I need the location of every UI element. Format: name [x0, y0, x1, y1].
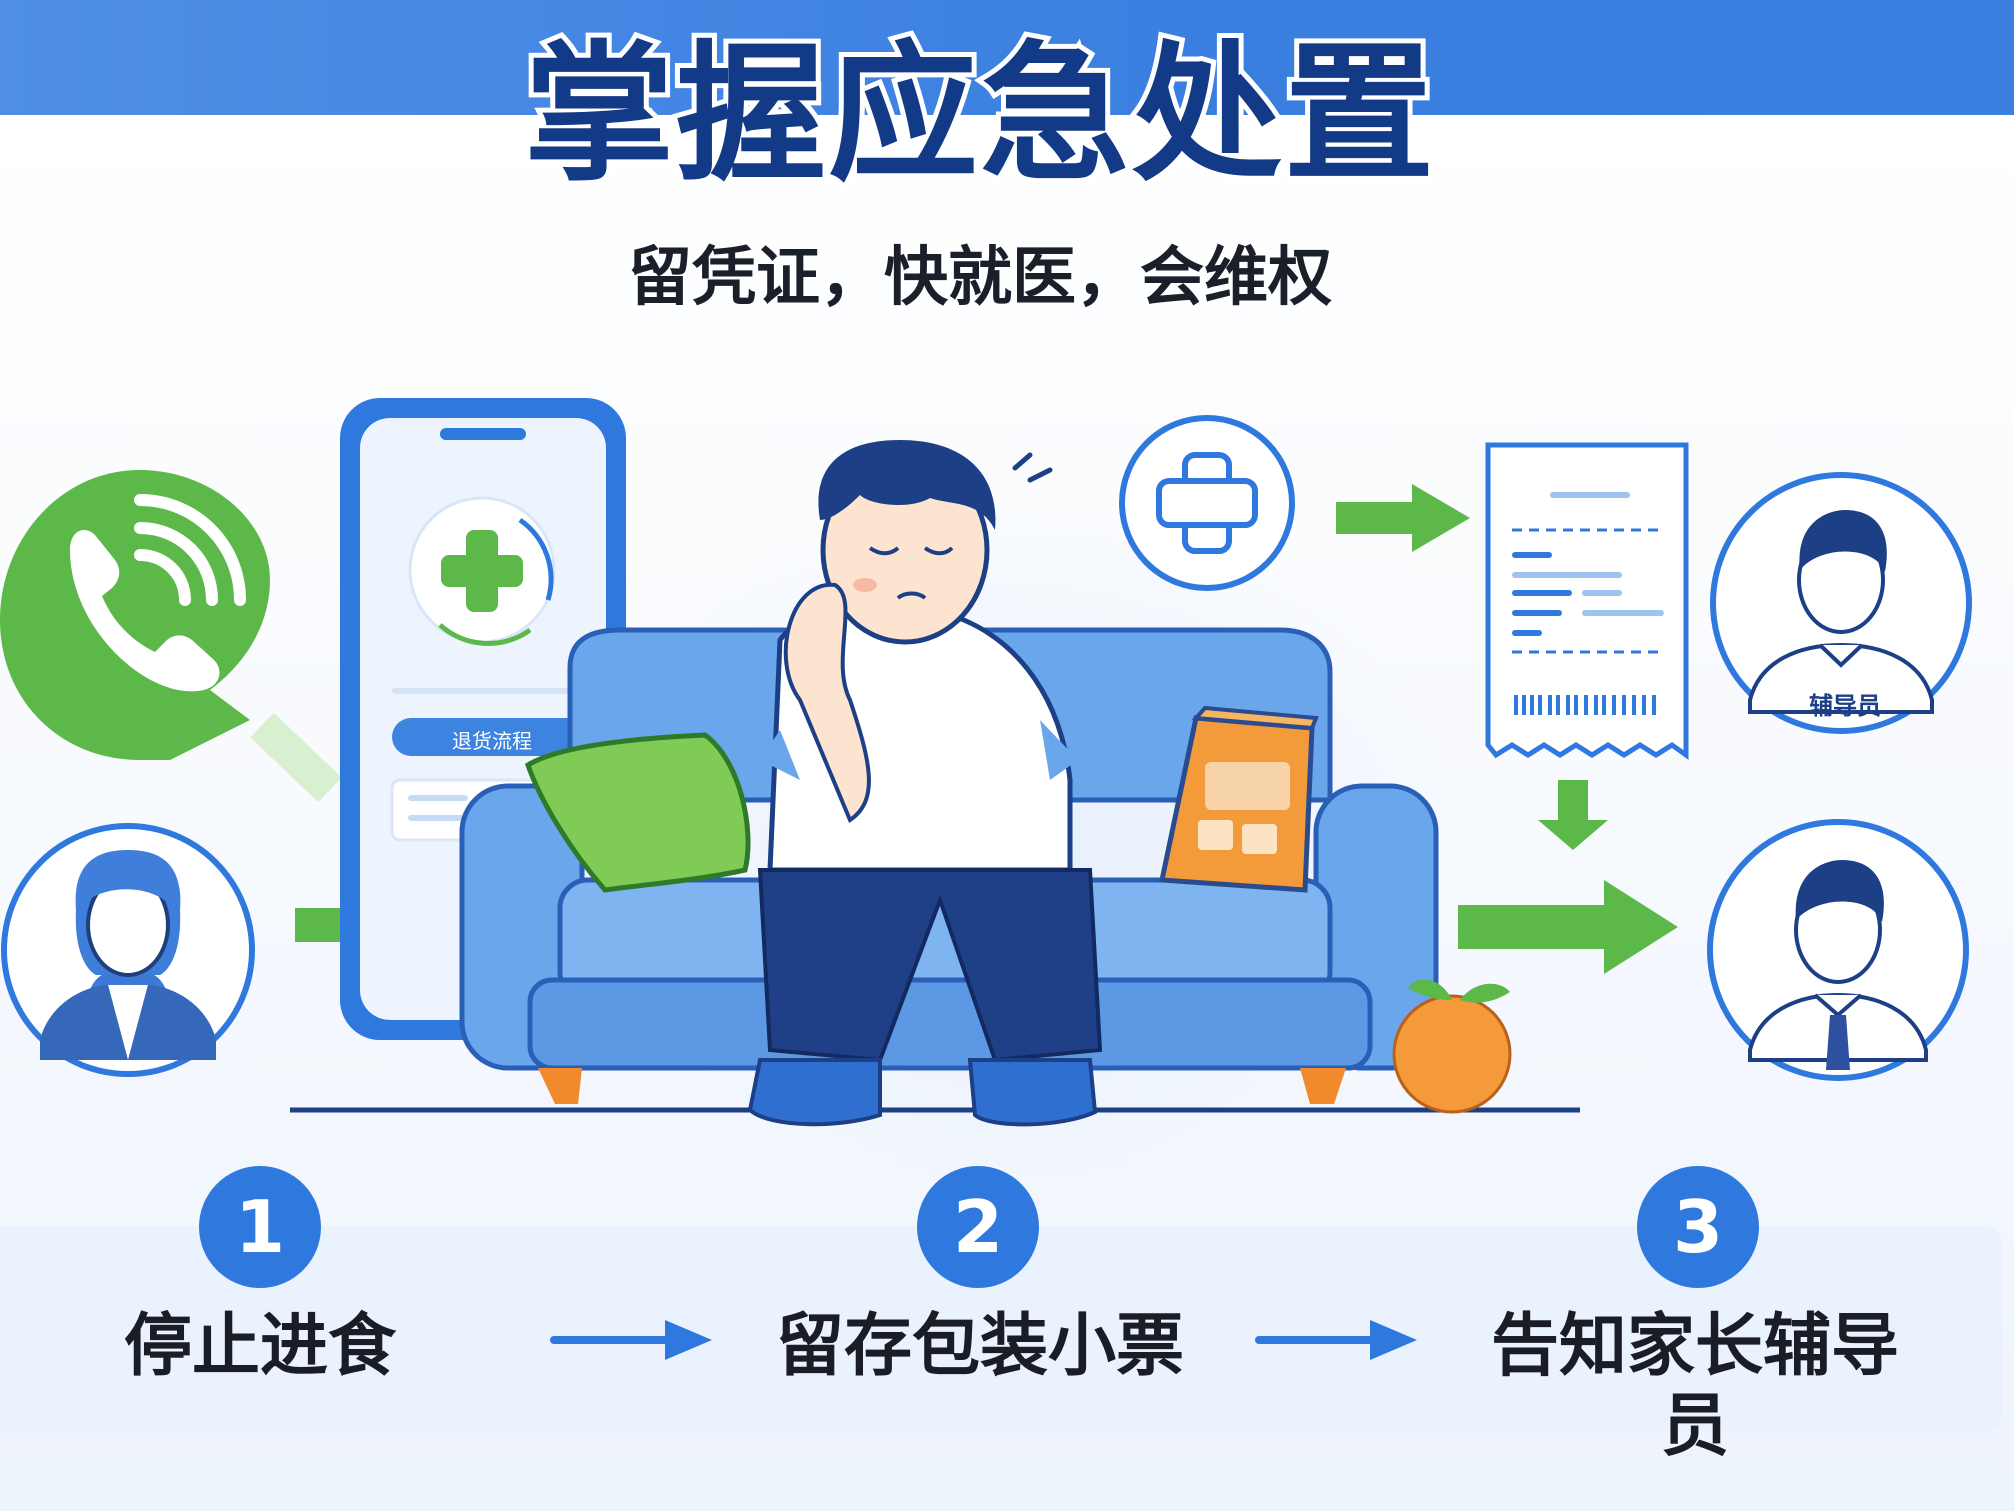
step-1-number: 1 — [199, 1166, 321, 1288]
green-connector — [250, 712, 342, 803]
arrow-right-icon — [1336, 484, 1470, 552]
arrow-right-icon — [1255, 1320, 1417, 1360]
page-subtitle: 留凭证，快就医，会维权 — [628, 241, 1332, 315]
header-band — [0, 0, 2014, 115]
arrow-down-icon — [1538, 780, 1608, 850]
receipt-icon — [1485, 442, 1689, 760]
snack-bag — [1158, 705, 1319, 893]
page-title: 掌握应急处置 — [519, 25, 1439, 205]
orange-fruit — [1392, 979, 1512, 1114]
step-1-label: 停止进食 — [123, 1307, 396, 1386]
step-2-label: 留存包装小票 — [775, 1307, 1184, 1386]
parent-teacher-avatar — [1707, 819, 1969, 1081]
hospital-cross-icon — [1119, 415, 1295, 591]
phone-action-label: 退货流程 — [452, 729, 532, 753]
phone-call-icon — [0, 470, 270, 760]
pillow — [524, 732, 751, 893]
step-3-number: 3 — [1637, 1166, 1759, 1288]
student-figure — [747, 440, 1103, 1127]
counselor-avatar — [1710, 472, 1972, 734]
step-2-number: 2 — [917, 1166, 1039, 1288]
sofa — [459, 627, 1439, 1104]
arrow-right-icon — [1458, 880, 1678, 974]
arrow-right-icon — [550, 1320, 712, 1360]
parent-avatar — [1, 823, 255, 1077]
phone-action-button[interactable] — [392, 718, 592, 756]
medical-cross-icon — [408, 496, 556, 646]
counselor-label: 辅导员 — [1809, 692, 1881, 720]
step-3-label: 告知家长辅导员 — [1490, 1307, 1899, 1466]
